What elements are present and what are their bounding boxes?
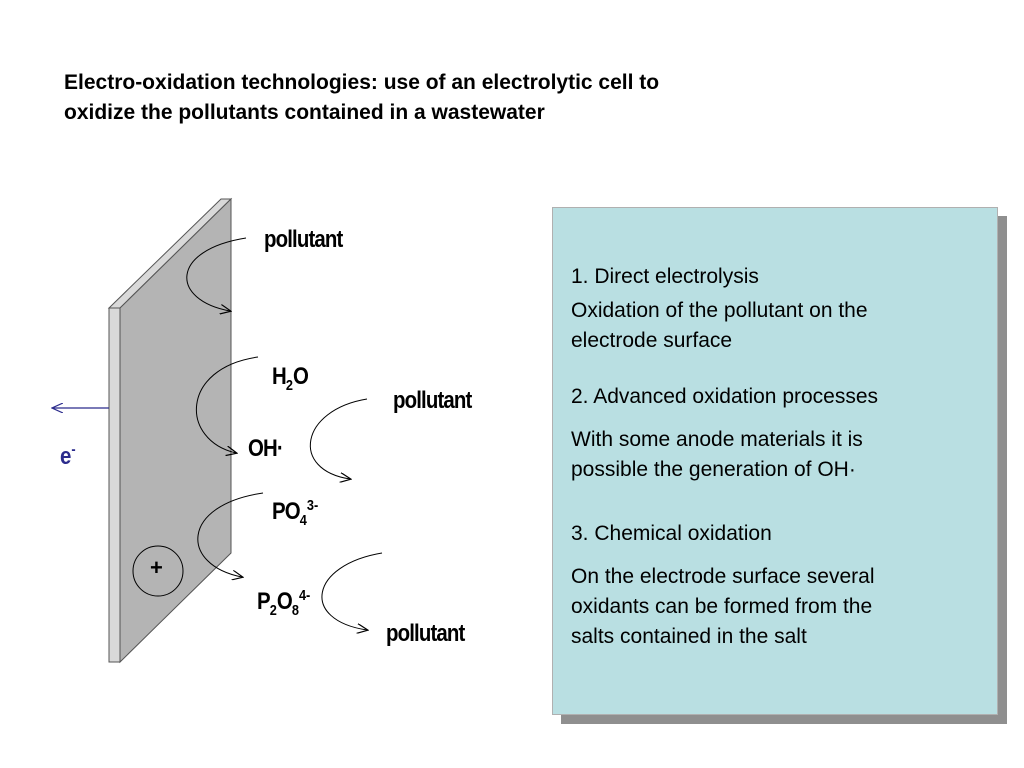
- title-line-1: Electro-oxidation technologies: use of a…: [64, 71, 660, 94]
- electrode-side-edge: [108, 307, 121, 663]
- item3-line2: oxidants can be formed from the: [571, 595, 873, 618]
- po4-sup: 3-: [306, 497, 319, 514]
- item3-line1: On the electrode surface several: [571, 565, 875, 588]
- slide-title: Electro-oxidation technologies: use of a…: [64, 68, 844, 128]
- label-electron: e-: [60, 436, 76, 471]
- electron-main: e: [60, 443, 72, 470]
- h2o-sub: 2: [285, 377, 293, 394]
- item3-line3: salts contained in the salt: [571, 625, 807, 648]
- p2o8-sup: 4-: [298, 587, 311, 604]
- curve-arrow-p2o8-pollutant: [321, 552, 383, 630]
- item1-line1: Oxidation of the pollutant on the: [571, 299, 868, 322]
- label-po4: PO43-: [272, 492, 318, 535]
- item3-heading: 3. Chemical oxidation: [571, 522, 772, 545]
- electron-sup: -: [71, 441, 76, 458]
- item2-line1: With some anode materials it is: [571, 428, 863, 451]
- item1-heading: 1. Direct electrolysis: [571, 265, 759, 288]
- mechanisms-panel: [552, 207, 998, 715]
- item2-heading: 2. Advanced oxidation processes: [571, 385, 879, 408]
- p2o8-p: P: [257, 588, 271, 615]
- label-pollutant-mid: pollutant: [393, 387, 472, 414]
- label-oh-radical: OH·: [248, 435, 284, 462]
- label-pollutant-bottom: pollutant: [386, 620, 465, 647]
- p2o8-o: O: [276, 588, 293, 615]
- curve-arrow-pollutant-top: [186, 237, 247, 311]
- curve-arrow-oh-pollutant: [309, 398, 368, 479]
- po4-sub: 4: [299, 512, 307, 529]
- h2o-main: H: [272, 363, 287, 390]
- po4-main: PO: [272, 498, 301, 525]
- label-pollutant-top: pollutant: [264, 226, 343, 253]
- curve-arrow-po4: [197, 492, 264, 577]
- curve-arrow-h2o: [195, 356, 259, 453]
- anode-circle: [132, 545, 184, 597]
- item1-line2: electrode surface: [571, 329, 733, 352]
- p2o8-sub1: 2: [269, 602, 277, 619]
- label-h2o: H2O: [272, 363, 309, 400]
- item2-line2: possible the generation of OH·: [571, 458, 856, 481]
- electrode-face: [119, 197, 232, 664]
- anode-plus-sign: +: [150, 555, 163, 580]
- h2o-tail: O: [292, 363, 309, 390]
- title-line-2: oxidize the pollutants contained in a wa…: [64, 101, 545, 124]
- p2o8-sub2: 8: [291, 602, 299, 619]
- label-p2o8: P2O84-: [257, 582, 310, 625]
